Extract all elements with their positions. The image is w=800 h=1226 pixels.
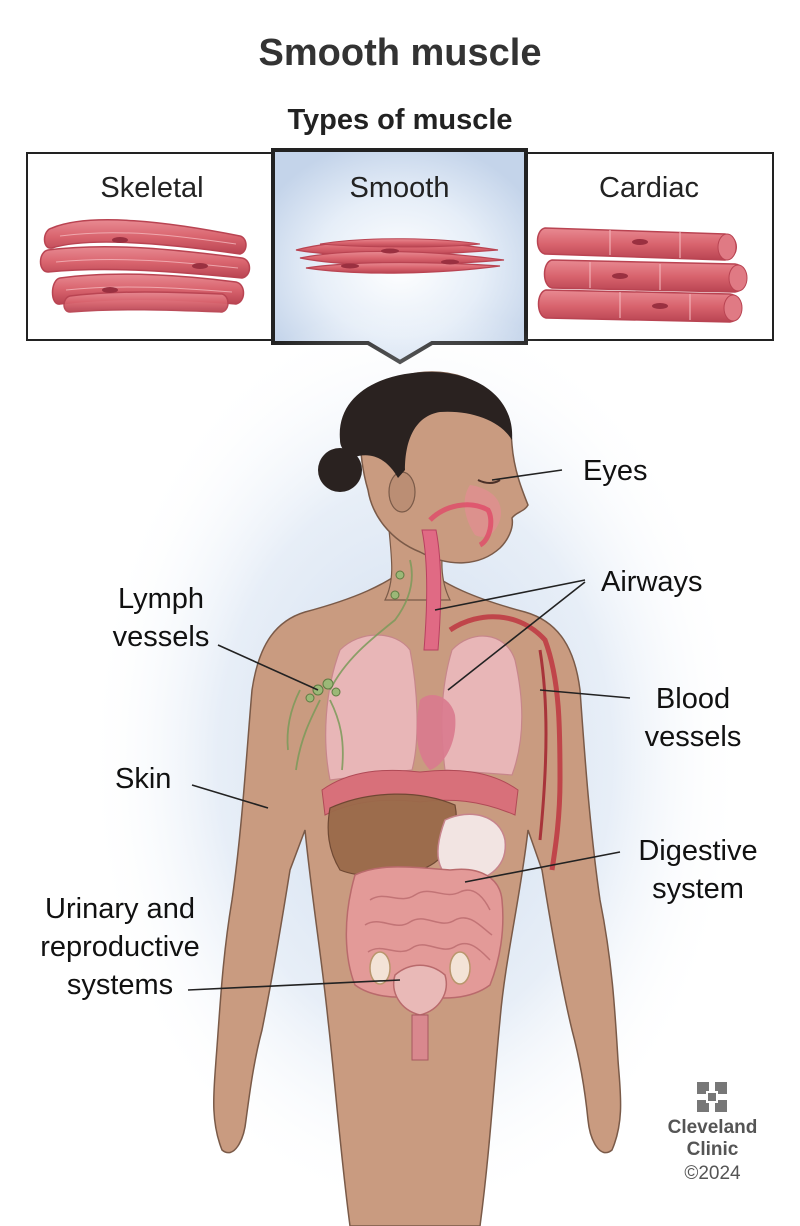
human-body	[213, 371, 622, 1226]
line-eyes	[491, 469, 563, 481]
panel-label-cardiac: Cardiac	[599, 172, 699, 204]
line-digestive	[464, 851, 621, 883]
label-blood-line2: vessels	[644, 721, 742, 753]
logo-line1: Cleveland	[667, 1117, 758, 1138]
label-digestive-line1: Digestive	[638, 835, 758, 867]
label-lymph-vessels: Lymph vessels	[106, 580, 216, 656]
section-subtitle: Types of muscle	[287, 104, 513, 136]
logo-text: Cleveland Clinic	[650, 1117, 775, 1161]
label-lymph-line2: vessels	[112, 621, 210, 653]
label-airways: Airways	[601, 566, 703, 598]
smooth-muscle-fibers	[295, 238, 505, 274]
cleveland-clinic-logo-icon	[697, 1082, 727, 1112]
line-airways-2	[447, 581, 586, 691]
line-airways-1	[434, 579, 586, 611]
label-digestive-system: Digestive system	[632, 832, 764, 908]
line-urinary	[187, 979, 401, 991]
label-urinary-line2: reproductive	[40, 931, 200, 963]
label-urinary-line1: Urinary and	[45, 893, 195, 925]
label-urinary-line3: systems	[66, 969, 174, 1001]
cardiac-muscle-fibers	[536, 227, 748, 323]
label-eyes: Eyes	[583, 455, 648, 487]
label-blood-line1: Blood	[655, 683, 731, 715]
label-skin: Skin	[115, 763, 172, 795]
line-lymph	[217, 644, 319, 691]
leader-lines	[187, 469, 631, 991]
copyright: ©2024	[684, 1163, 741, 1184]
label-digestive-line2: system	[652, 873, 744, 905]
panel-label-smooth: Smooth	[349, 172, 450, 204]
logo-line2: Clinic	[686, 1139, 739, 1160]
panel-label-skeletal: Skeletal	[100, 172, 204, 204]
line-skin	[191, 784, 269, 809]
skeletal-muscle-fibers	[39, 219, 251, 313]
page-title: Smooth muscle	[258, 32, 542, 74]
label-blood-vessels: Blood vessels	[638, 680, 748, 756]
label-urinary-reproductive: Urinary and reproductive systems	[28, 890, 212, 1004]
line-blood	[539, 689, 631, 699]
label-lymph-line1: Lymph	[118, 583, 204, 615]
